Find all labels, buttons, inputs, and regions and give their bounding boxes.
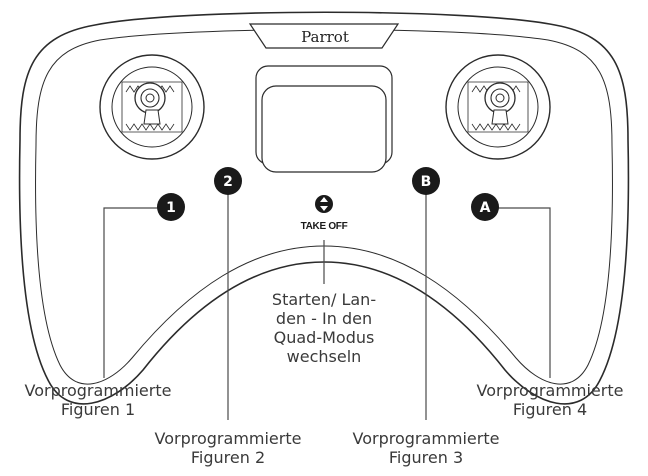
button-b-label: B [421, 174, 432, 190]
callout-btn2: Vorprogrammierte Figuren 2 [155, 429, 302, 467]
callout-center: Starten/ Lan- den - In den Quad-Modus we… [272, 290, 376, 366]
callout-btna-line-1: Vorprogrammierte [477, 381, 624, 400]
callout-btn1-line-2: Figuren 1 [61, 400, 135, 419]
button-b[interactable]: B [412, 167, 440, 195]
button-1[interactable]: 1 [157, 193, 185, 221]
phone-holder-inner [261, 85, 387, 173]
callout-btn2-line-2: Figuren 2 [191, 448, 265, 467]
leader-line-btnA [486, 207, 551, 378]
leader-line-btn1 [103, 207, 168, 378]
top-panel [248, 23, 400, 49]
callout-btnB: Vorprogrammierte Figuren 3 [353, 429, 500, 467]
button-2-label: 2 [223, 174, 233, 190]
brand-logo: Parrot [301, 28, 349, 46]
callout-btna-line-2: Figuren 4 [513, 400, 587, 419]
controller-body-outline [18, 11, 630, 405]
leader-lines [103, 192, 551, 420]
button-a[interactable]: A [471, 193, 499, 221]
button-1-label: 1 [166, 200, 176, 216]
right-joystick[interactable] [445, 54, 551, 160]
callout-center-line-1: Starten/ Lan- [272, 290, 376, 309]
callout-btnb-line-1: Vorprogrammierte [353, 429, 500, 448]
callout-btn1: Vorprogrammierte Figuren 1 [25, 381, 172, 419]
callout-center-line-2: den - In den [276, 309, 372, 328]
button-2[interactable]: 2 [214, 167, 242, 195]
button-a-label: A [480, 200, 491, 216]
left-joystick[interactable] [99, 54, 205, 160]
callout-btn2-line-1: Vorprogrammierte [155, 429, 302, 448]
callout-btnA: Vorprogrammierte Figuren 4 [477, 381, 624, 419]
callout-btnb-line-2: Figuren 3 [389, 448, 463, 467]
callout-btn1-line-1: Vorprogrammierte [25, 381, 172, 400]
callout-center-line-4: wechseln [287, 347, 362, 366]
controller-body-inner-outline [35, 29, 613, 385]
callout-center-line-3: Quad-Modus [274, 328, 375, 347]
takeoff-button[interactable] [315, 195, 333, 213]
takeoff-label: TAKE OFF [301, 221, 348, 232]
